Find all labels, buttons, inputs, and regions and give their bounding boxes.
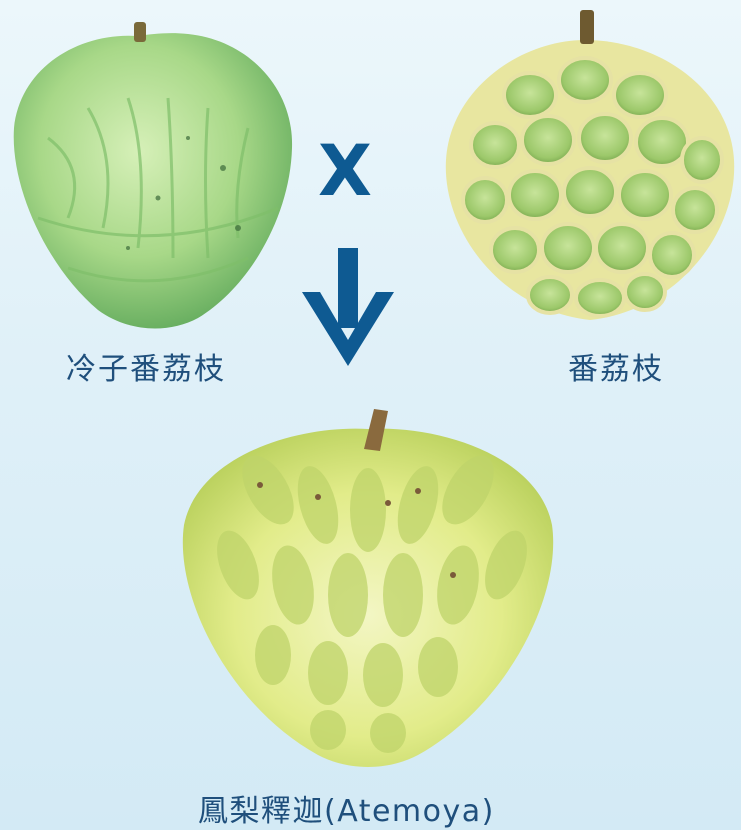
cherimoya-fruit-image [13,22,293,329]
atemoya-fruit-image [182,409,554,767]
arrow-down-icon [302,248,394,366]
sugar-apple-fruit-image [445,10,735,320]
parent-right-label: 番荔枝 [568,352,664,387]
cross-symbol: X [318,130,372,212]
offspring-label: 鳳梨釋迦(Atemoya) [198,794,495,829]
parent-left-label: 冷子番荔枝 [66,352,226,387]
